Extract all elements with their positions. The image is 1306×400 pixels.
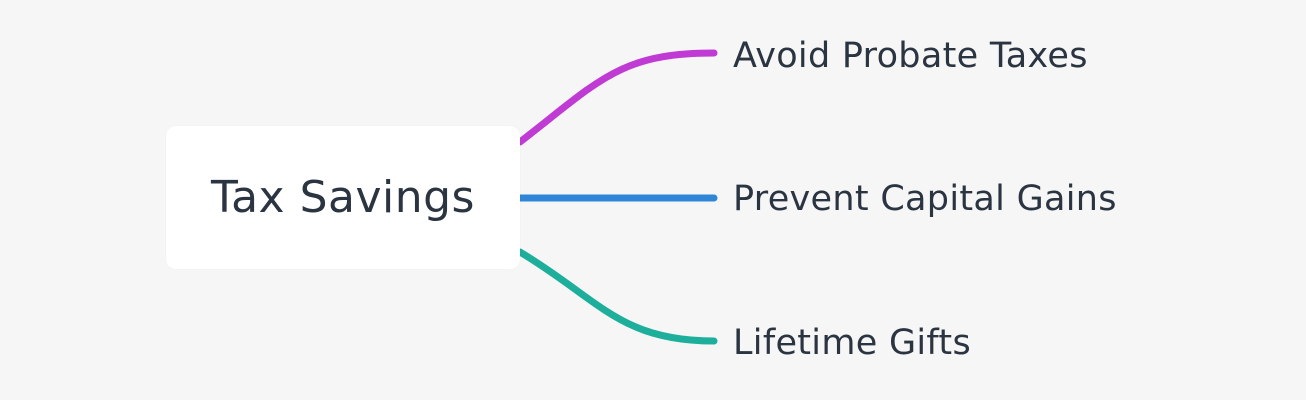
connector-avoid-probate-taxes bbox=[516, 49, 718, 146]
branch-node-avoid-probate-taxes[interactable]: Avoid Probate Taxes bbox=[733, 36, 1088, 76]
connector-lifetime-gifts bbox=[516, 248, 718, 345]
root-node-label: Tax Savings bbox=[211, 172, 475, 223]
branch-node-lifetime-gifts[interactable]: Lifetime Gifts bbox=[733, 323, 971, 363]
branch-node-prevent-capital-gains[interactable]: Prevent Capital Gains bbox=[733, 179, 1117, 219]
root-node-tax-savings[interactable]: Tax Savings bbox=[166, 126, 520, 269]
